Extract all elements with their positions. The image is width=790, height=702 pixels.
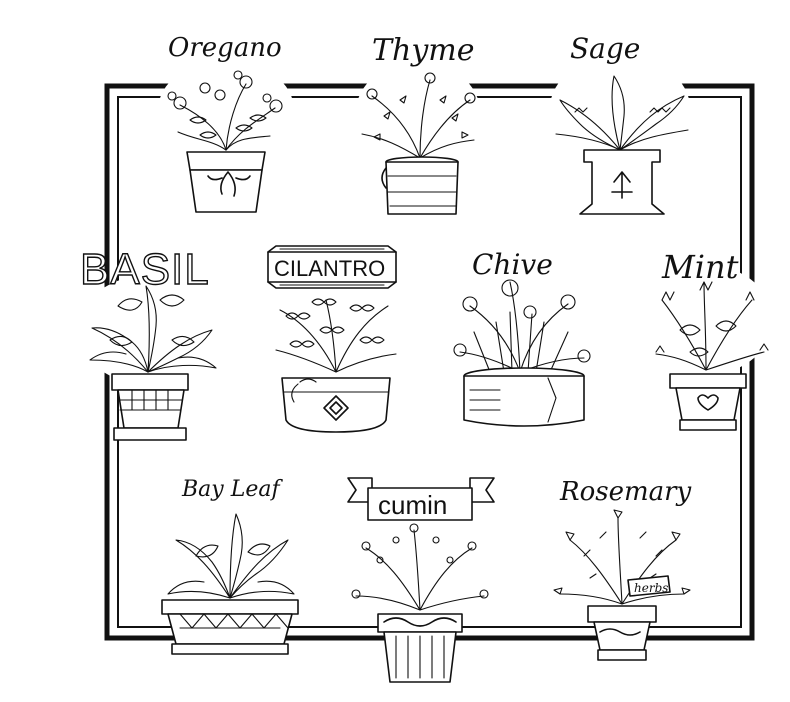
label-cumin: cumin: [378, 490, 447, 520]
label-pot-tag: herbs: [634, 581, 668, 595]
label-chive: Chive: [472, 248, 553, 281]
thyme-foliage: [361, 72, 476, 159]
basil-illustration: [78, 275, 222, 441]
sage-illustration: [550, 56, 690, 215]
rosemary-pot: [587, 575, 671, 661]
cumin-foliage: [351, 523, 489, 611]
basil-foliage: [89, 285, 217, 373]
chive-illustration: [453, 279, 591, 427]
sage-foliage: [555, 75, 689, 151]
mint-illustration: [648, 266, 772, 431]
cilantro-foliage: [275, 298, 397, 373]
rosemary-foliage: [553, 509, 691, 605]
thyme-pot: [381, 156, 459, 215]
bay-leaf-illustration: [158, 504, 302, 655]
label-bay-leaf: Bay Leaf: [181, 477, 283, 502]
mint-pot: [669, 373, 747, 431]
cumin-pot: [377, 613, 463, 683]
cilantro-banner: [267, 245, 397, 289]
label-basil: BASIL: [80, 245, 210, 294]
oregano-foliage: [167, 70, 283, 151]
sage-pot: [579, 149, 665, 215]
oregano-pot: [186, 151, 266, 213]
mint-foliage: [655, 281, 769, 371]
label-thyme: Thyme: [372, 33, 474, 68]
chive-foliage: [453, 279, 591, 373]
cilantro-illustration: [267, 245, 397, 433]
basil-pot: [111, 373, 189, 441]
label-rosemary: Rosemary: [559, 477, 692, 507]
cumin-illustration: [347, 477, 495, 683]
chive-pot: [463, 367, 585, 427]
label-mint: Mint: [661, 248, 739, 286]
cilantro-pot: [281, 377, 391, 433]
label-oregano: Oregano: [168, 33, 282, 63]
thyme-illustration: [356, 62, 480, 215]
oregano-illustration: [158, 60, 294, 213]
herb-labels: Oregano Thyme Sage BASIL CILANTRO Chive …: [79, 32, 739, 595]
rosemary-illustration: [553, 509, 691, 661]
label-sage: Sage: [570, 32, 640, 65]
cumin-banner: [347, 477, 495, 521]
bay-leaf-pot: [161, 599, 299, 655]
label-cilantro: CILANTRO: [274, 256, 385, 281]
bay-leaf-foliage: [167, 513, 295, 599]
